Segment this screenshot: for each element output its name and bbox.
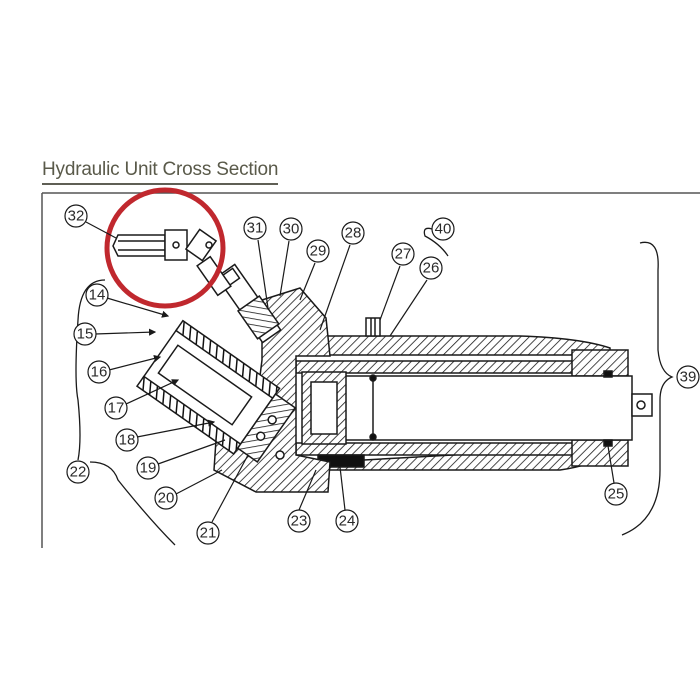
svg-text:31: 31 xyxy=(247,220,264,237)
svg-text:28: 28 xyxy=(345,225,362,242)
callout-19: 19 xyxy=(136,456,160,480)
svg-text:39: 39 xyxy=(680,369,697,386)
svg-text:29: 29 xyxy=(310,243,327,260)
callout-17: 17 xyxy=(104,396,128,420)
valve-assembly xyxy=(215,263,282,344)
callout-31: 31 xyxy=(243,216,267,240)
pump-assembly xyxy=(135,319,297,463)
cylinder-body xyxy=(295,317,653,471)
callout-27: 27 xyxy=(391,242,415,266)
svg-text:18: 18 xyxy=(119,432,136,449)
swivel-connector-32 xyxy=(112,228,232,297)
callout-39: 39 xyxy=(676,365,700,389)
svg-text:14: 14 xyxy=(89,287,106,304)
diagram-title: Hydraulic Unit Cross Section xyxy=(42,158,278,185)
callout-26: 26 xyxy=(419,256,443,280)
callout-40: 40 xyxy=(431,217,455,241)
highlight-circle xyxy=(104,187,226,309)
svg-text:15: 15 xyxy=(77,326,94,343)
callout-labels: 32 31 30 29 28 27 26 40 39 14 15 16 17 1… xyxy=(64,204,700,545)
svg-text:32: 32 xyxy=(68,208,85,225)
svg-text:17: 17 xyxy=(108,400,125,417)
svg-text:19: 19 xyxy=(140,460,157,477)
svg-text:21: 21 xyxy=(200,525,217,542)
svg-text:23: 23 xyxy=(291,513,308,530)
svg-text:22: 22 xyxy=(70,464,87,481)
svg-text:25: 25 xyxy=(608,486,625,503)
svg-text:24: 24 xyxy=(339,513,356,530)
callout-28: 28 xyxy=(341,221,365,245)
callout-18: 18 xyxy=(115,428,139,452)
svg-text:40: 40 xyxy=(435,221,452,238)
grouping-braces xyxy=(75,227,674,546)
callout-29: 29 xyxy=(306,239,330,263)
leader-lines xyxy=(85,221,615,523)
callout-23: 23 xyxy=(287,509,311,533)
callout-32: 32 xyxy=(64,204,88,228)
callout-22: 22 xyxy=(66,460,90,484)
callout-15: 15 xyxy=(73,322,97,346)
svg-text:26: 26 xyxy=(423,260,440,277)
callout-21: 21 xyxy=(196,521,220,545)
svg-text:20: 20 xyxy=(158,490,175,507)
svg-text:27: 27 xyxy=(395,246,412,263)
callout-30: 30 xyxy=(279,217,303,241)
svg-text:16: 16 xyxy=(91,364,108,381)
callout-16: 16 xyxy=(87,360,111,384)
callout-14: 14 xyxy=(85,283,109,307)
svg-text:30: 30 xyxy=(283,221,300,238)
callout-20: 20 xyxy=(154,486,178,510)
callout-25: 25 xyxy=(604,482,628,506)
callout-24: 24 xyxy=(335,509,359,533)
